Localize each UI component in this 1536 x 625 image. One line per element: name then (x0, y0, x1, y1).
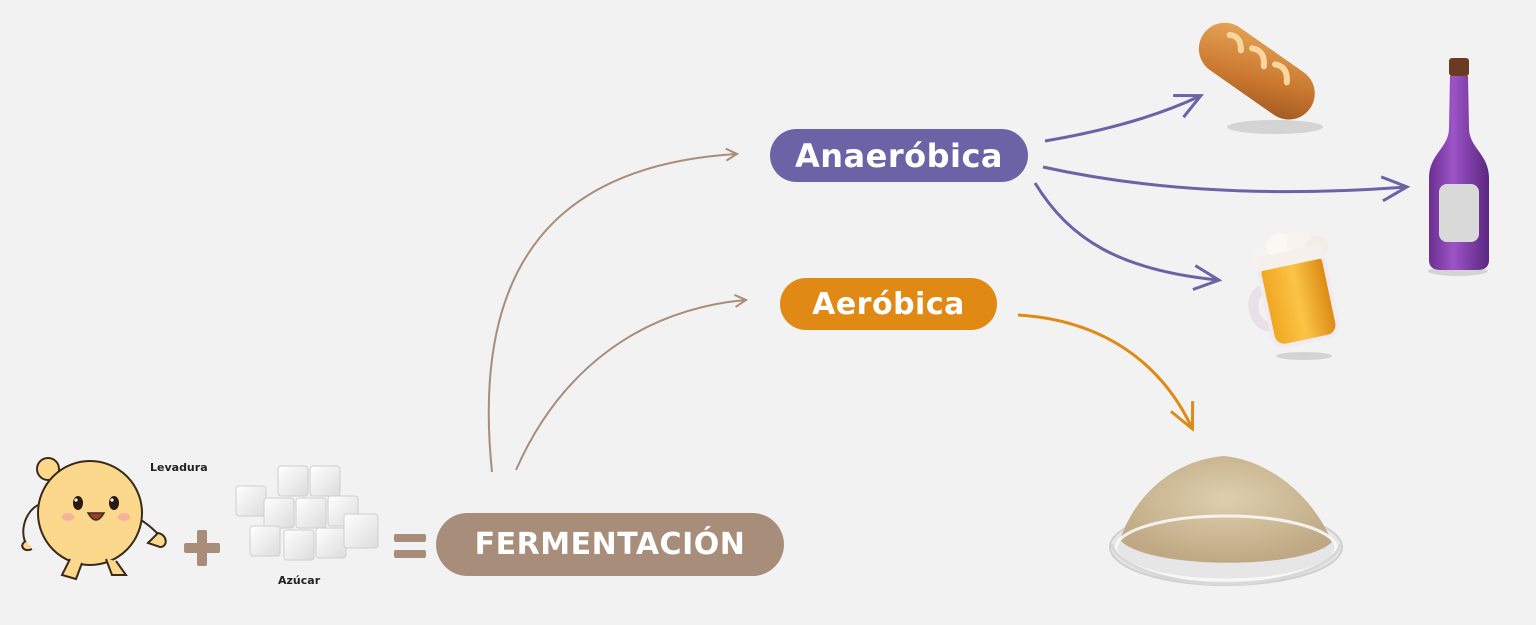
arrow-anaerobica-to-wine (1042, 165, 1406, 192)
yeast-character-icon (21, 457, 167, 581)
arrow-fermentacion-to-anaerobica (487, 154, 736, 473)
azucar-label: Azúcar (278, 574, 321, 587)
arrow-aerobica-to-powder (1017, 313, 1192, 428)
beer-mug-icon (1248, 229, 1340, 360)
levadura-label: Levadura (150, 461, 208, 474)
equals-icon (394, 534, 426, 558)
arrow-anaerobica-to-beer (1033, 182, 1218, 280)
arrow-fermentacion-to-aerobica (515, 300, 745, 471)
plus-icon (184, 530, 220, 566)
bread-icon (1198, 22, 1323, 134)
sugar-cubes-icon (235, 465, 379, 561)
anaerobica-label: Anaeróbica (770, 129, 1028, 182)
wine-bottle-icon (1428, 58, 1489, 276)
yeast-powder-dish-icon (1109, 456, 1343, 586)
arrow-anaerobica-to-bread (1044, 96, 1200, 143)
fermentacion-label: FERMENTACIÓN (436, 513, 784, 576)
aerobica-label: Aeróbica (780, 278, 997, 330)
